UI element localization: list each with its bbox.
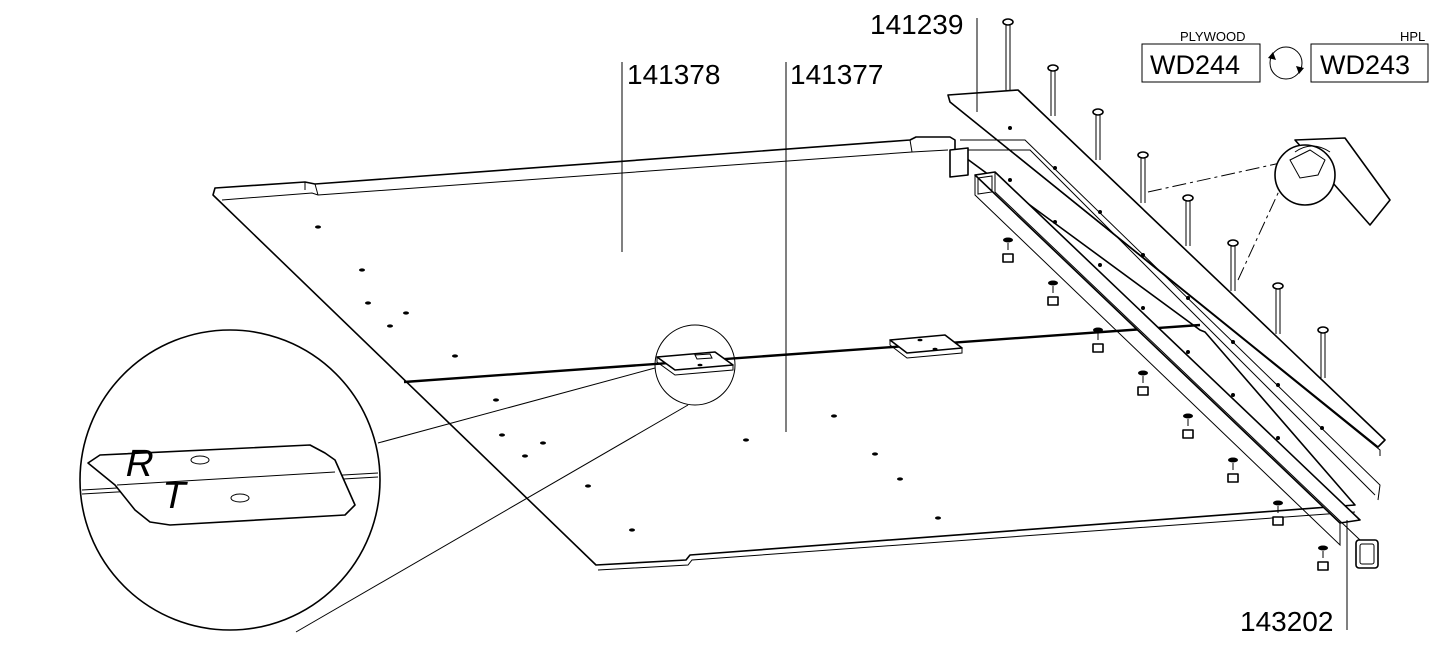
plywood-caption: PLYWOOD	[1180, 29, 1246, 44]
connector-plate-small	[656, 351, 734, 376]
bolts	[1002, 18, 1329, 378]
rail-holes	[1008, 126, 1324, 440]
detail-magnifier: R T	[79, 324, 736, 633]
front-rail	[974, 171, 1379, 569]
plywood-code: WD244	[1150, 50, 1240, 80]
wrench-detail	[1147, 137, 1391, 281]
label-143202: 143202	[1240, 606, 1333, 637]
floor-panels	[212, 136, 1356, 571]
panel-outline	[212, 136, 1356, 566]
corner-block	[949, 147, 969, 178]
nuts-and-washers	[1002, 237, 1329, 571]
connector-plate-right	[889, 334, 963, 359]
swap-arrows-icon	[1268, 46, 1304, 80]
label-141377: 141377	[790, 59, 883, 90]
part-labels: 141239 141378 141377 143202	[621, 9, 1348, 637]
hpl-caption: HPL	[1400, 29, 1425, 44]
material-swap: PLYWOOD WD244 HPL WD243	[1141, 29, 1429, 83]
panel-seam	[403, 323, 1201, 384]
label-141239: 141239	[870, 9, 963, 40]
panel-holes	[315, 225, 941, 532]
label-141378: 141378	[627, 59, 720, 90]
hpl-code: WD243	[1320, 50, 1410, 80]
top-rail	[947, 89, 1386, 501]
